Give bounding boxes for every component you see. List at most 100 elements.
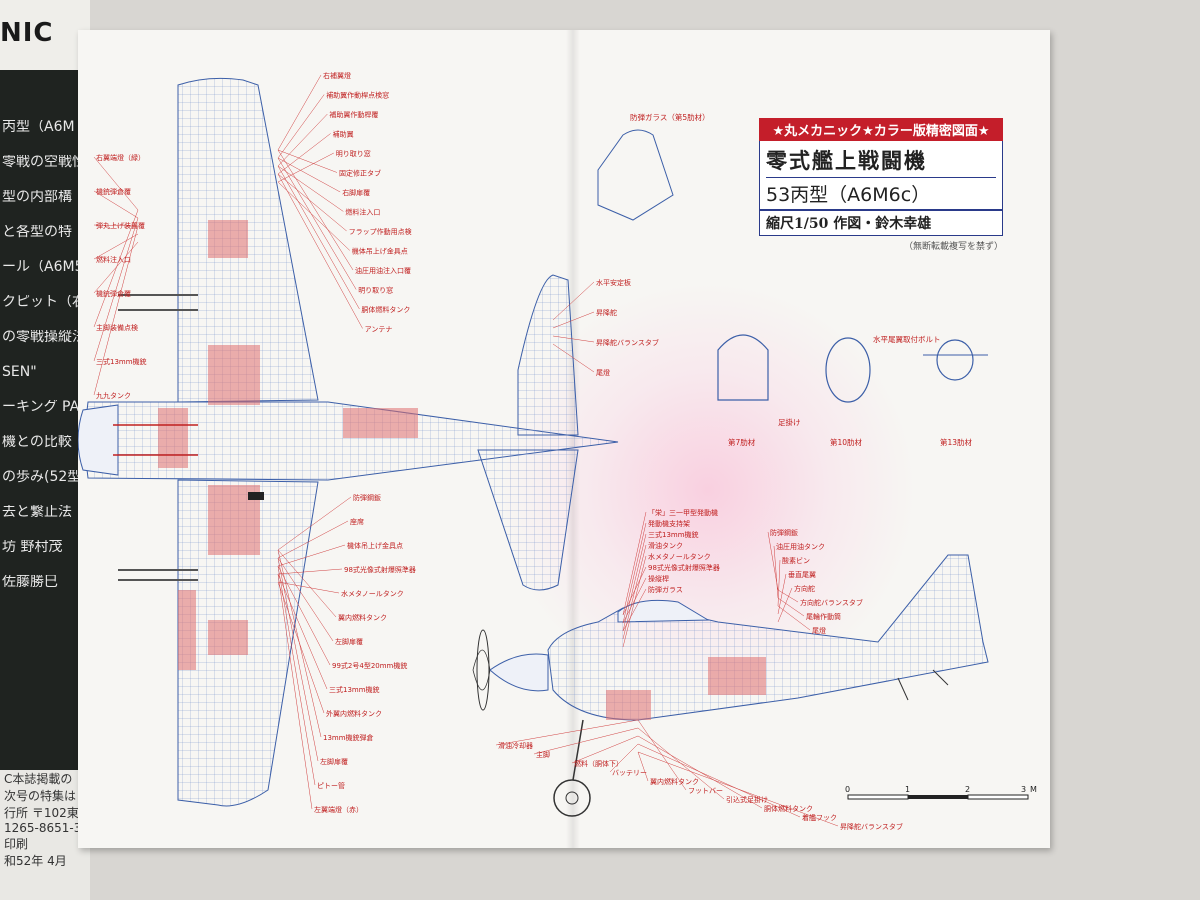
part-label: 右翼端燈（緑） [96,153,145,162]
spine-item: 佐藤勝巳 [2,575,58,589]
colophon-line: 次号の特集は [4,789,77,803]
leader-line [277,565,316,786]
plan-view [78,77,619,807]
part-label: フラップ作動用点検 [349,227,412,236]
part-label: 水メタノールタンク [648,552,711,561]
part-label: 外翼内燃料タンク [326,709,382,718]
leader-line [622,533,647,632]
spine-item: 型の内部構 [2,190,72,204]
part-label: 燃料（胴体下） [574,759,623,768]
colophon-line: 和52年 4月 [4,854,67,868]
leader-line [277,549,337,618]
leader-line [495,719,639,746]
part-label: 尾燈 [596,368,610,377]
part-label: 三式13mm機銃 [329,685,380,694]
part-label: 機体吊上げ金具点 [352,247,408,256]
leader-line [93,241,139,294]
bolt-label: 水平尾翼取付ボルト [873,334,941,344]
part-label: 水平安定板 [596,278,631,287]
leader-line [277,573,328,690]
part-label: 左脚扉覆 [335,637,363,646]
part-label: 明り取り窓 [358,286,393,295]
part-label: 発動機支持架 [648,519,690,528]
leader-line [93,224,139,227]
leader-line [277,152,334,183]
colophon-line: C本誌掲載の [4,772,73,786]
part-label: 右補翼燈 [323,71,351,80]
part-label: ピトー管 [317,781,345,790]
part-label: 三式13mm機銃 [96,357,147,366]
leader-line [277,549,322,738]
part-label: 機銃弾倉覆 [96,289,131,298]
leader-line [277,149,338,173]
blueprint-drawing: 右補翼燈補助翼作動桿点検窓補助翼作動桿覆補助翼明り取り窓固定修正タブ右脚扉覆燃料… [78,71,1037,831]
part-label: 昇降舵バランスタブ [596,338,659,347]
scale-unit: M [1030,785,1037,794]
copyright-note: （無断転載複写を禁ず） [903,242,1003,252]
frame-label-13: 第13肋材 [940,437,973,447]
title-model: 53丙型（A6M6c） [766,177,996,207]
part-label: 着艦フック [802,813,837,822]
scale-tick-1: 1 [905,785,910,794]
leader-line [277,568,343,575]
spine-header: NIC [0,0,90,70]
leader-line [277,496,352,551]
part-label: 胴体燃料タンク [361,305,410,314]
leader-line [773,545,779,599]
part-label: アンテナ [365,326,393,334]
part-label: 燃料注入口 [345,208,380,217]
leader-line [277,94,325,159]
part-label: 弾丸上げ装置覆 [96,221,145,230]
plan-bottom-labels: 防弾鋼鈑座席機体吊上げ金具点98式光像式射爆照準器水メタノールタンク翼内燃料タン… [277,493,416,814]
part-label: 補助翼作動桿点検窓 [326,91,389,100]
part-label: 99式2号4型20mm機銃 [332,661,407,670]
leader-line [777,573,787,615]
spine-item: クピット（右 [2,295,86,309]
windshield-label: 防弾ガラス（第5肋材） [630,112,710,122]
spine-item: の歩み(52型 [2,470,82,484]
leader-line [277,149,354,271]
part-label: 防弾鋼鈑 [353,493,381,502]
title-banner: ★丸メカニック★カラー版精密図面★ [759,118,1003,141]
colophon-line: 行所 〒102東 [4,806,79,820]
leader-line [93,190,139,219]
leader-line [622,566,647,616]
spine-item: の零戦操縦法 [2,330,86,344]
leader-line [277,173,363,329]
scale-tick-3: 3 [1021,785,1026,794]
leader-line [609,743,639,773]
spine-item: と各型の特 [2,225,72,239]
side-bottom-labels: 滑油冷却器主脚燃料（胴体下）バッテリー翼内燃料タンクフットバー引込式足掛け胴体燃… [495,719,903,831]
plan-left-labels: 右翼端燈（緑）機銃弾倉覆弾丸上げ装置覆燃料注入口機銃弾倉覆主脚装備点検三式13m… [93,153,147,400]
part-label: 右脚扉覆 [342,188,370,197]
part-label: 油圧用油タンク [776,542,825,551]
spine-item: 去と繋止法 [2,505,72,519]
leader-line [277,557,334,642]
leader-line [777,597,805,617]
side-left-labels: 「栄」三一甲型発動機発動機支持架三式13mm機銃滑油タンク水メタノールタンク98… [622,508,720,648]
part-label: 水メタノールタンク [341,589,404,598]
leader-line [777,587,793,623]
part-label: 方向舵バランスタブ [800,598,863,607]
spine-item: ール（A6M5 [2,260,84,274]
part-label: 左脚扉覆 [320,757,348,766]
leader-line [533,727,639,755]
part-label: 尾輪作動筒 [806,612,841,621]
part-label: 滑油冷却器 [498,741,533,750]
leader-line [277,165,344,212]
leader-line [777,589,799,603]
part-label: 酸素ビン [782,556,810,565]
plan-top-labels: 右補翼燈補助翼作動桿点検窓補助翼作動桿覆補助翼明り取り窓固定修正タブ右脚扉覆燃料… [277,71,412,334]
colophon-line: 印刷 [4,837,29,851]
leader-line [277,157,357,290]
part-label: 左翼端燈（赤） [314,805,363,814]
colophon-line: 1265-8651-3 [4,821,82,835]
leader-line [777,605,811,631]
part-label: 「栄」三一甲型発動機 [648,508,718,517]
frame-label-10: 第10肋材 [830,437,863,447]
part-label: 主脚 [536,750,550,759]
